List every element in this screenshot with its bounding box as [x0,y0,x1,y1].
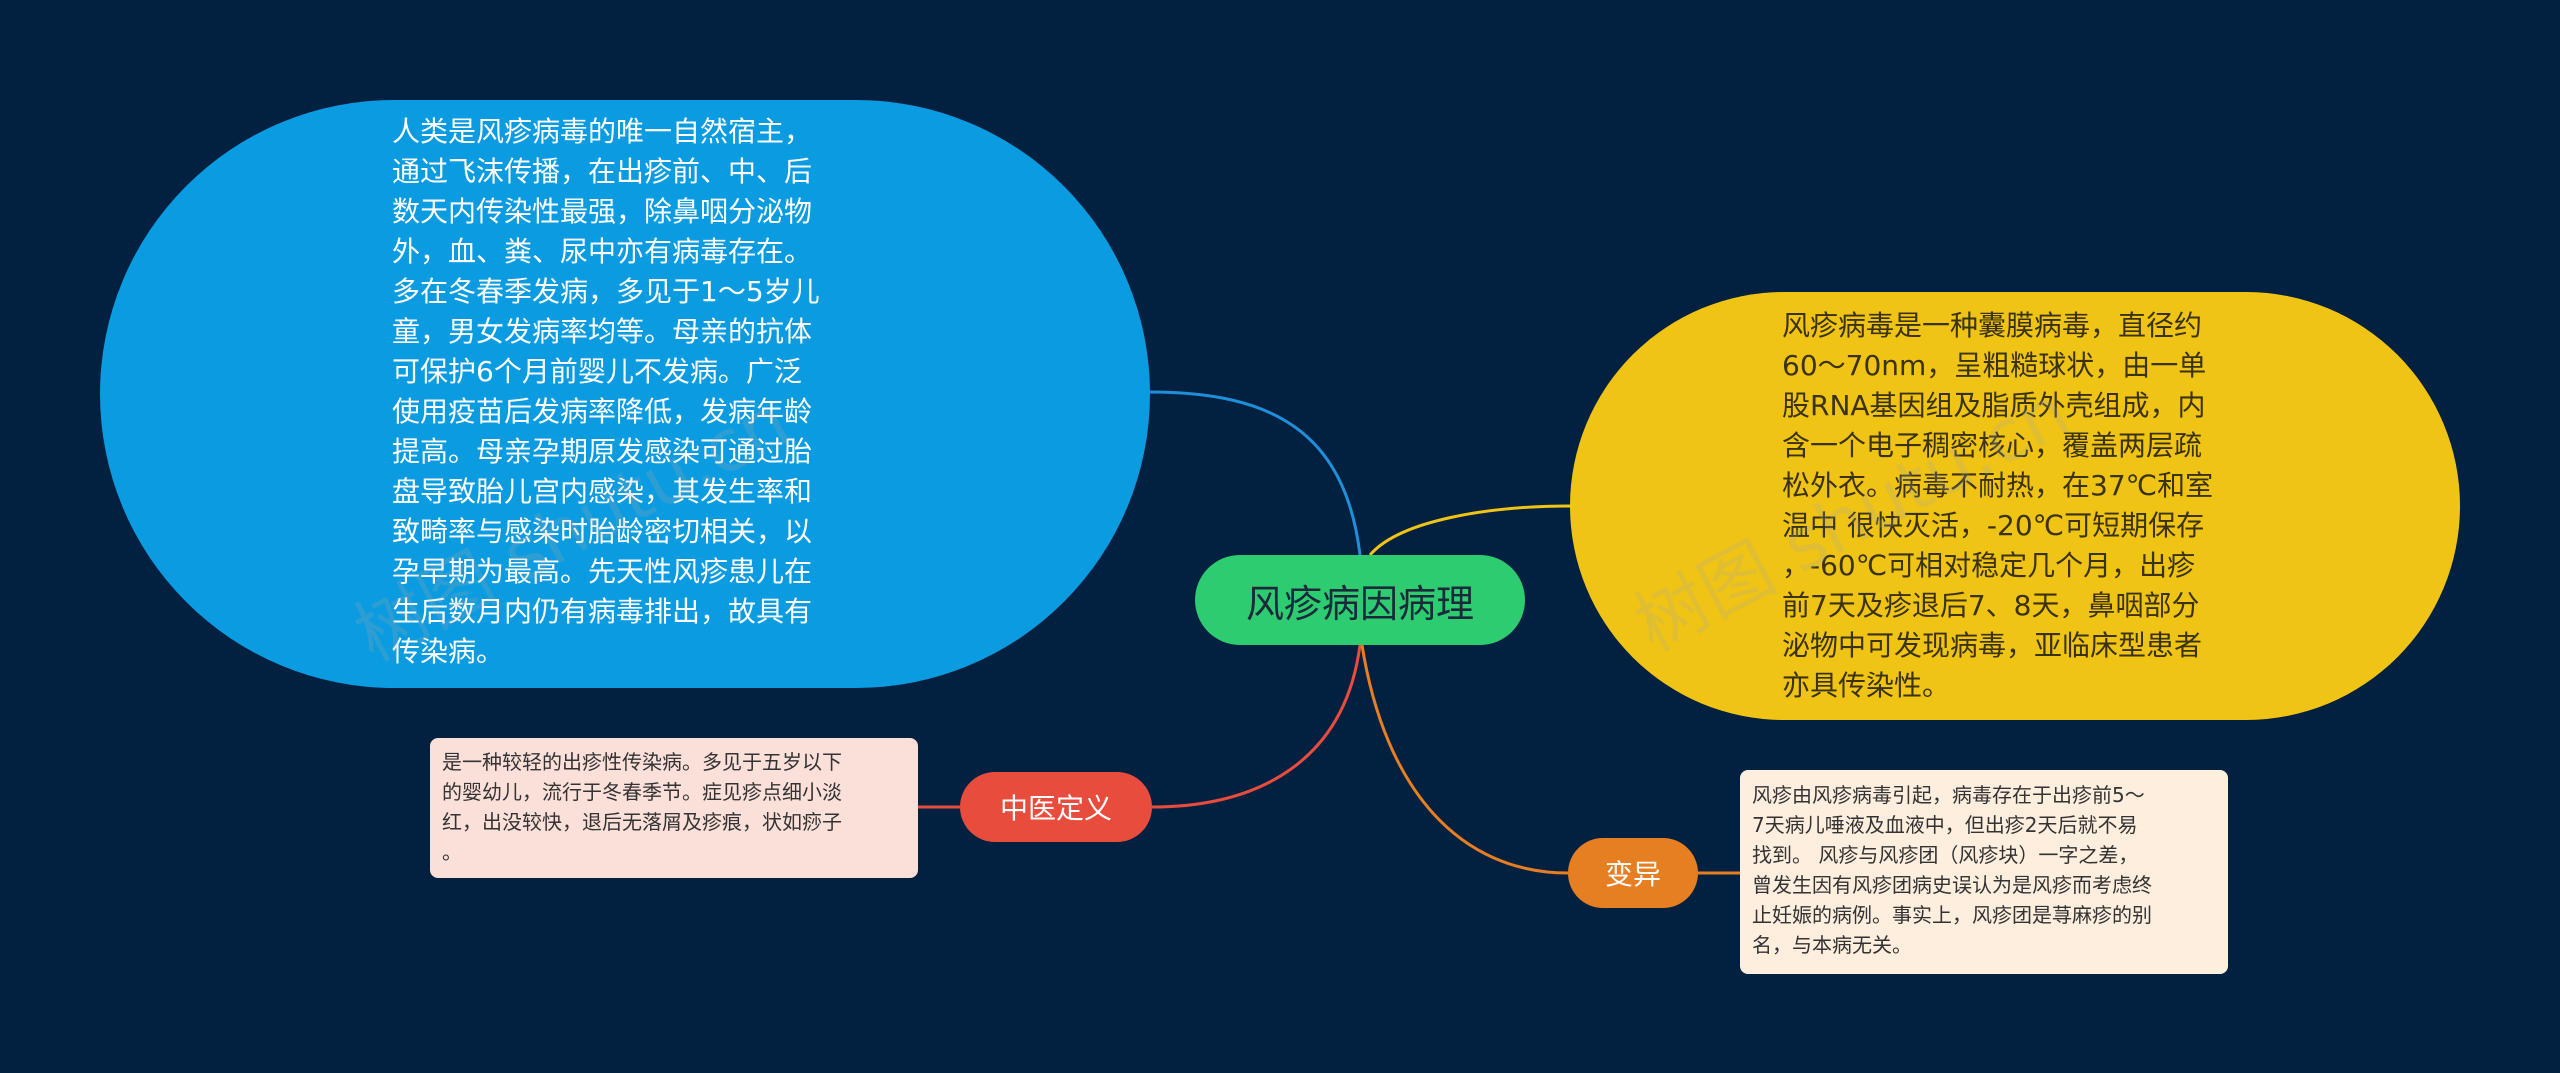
central-topic-label: 风疹病因病理 [1245,581,1474,626]
variation-text: 风疹由风疹病毒引起，病毒存在于出疹前5～ 7天病儿唾液及血液中，但出疹2天后就不… [1752,783,2152,957]
epidemiology-text: 人类是风疹病毒的唯一自然宿主， 通过飞沫传播，在出疹前、中、后 数天内传染性最强… [392,115,820,668]
epidemiology-node[interactable] [100,100,1150,688]
tcm-definition-node[interactable]: 中医定义 [960,772,1152,842]
link-to-epidemiology [1149,390,1362,556]
tcm-definition-box[interactable] [430,738,918,878]
virus-text: 风疹病毒是一种囊膜病毒，直径约 60～70nm，呈粗糙球状，由一单 股RNA基因… [1782,309,2214,702]
tcm-definition-label: 中医定义 [999,792,1112,825]
link-to-tcm [1151,644,1362,809]
central-topic[interactable]: 风疹病因病理 [1195,555,1525,645]
link-to-virus [1368,504,1571,556]
tcm-definition-text: 是一种较轻的出疹性传染病。多见于五岁以下 的婴幼儿，流行于冬春季节。症见疹点细小… [442,750,842,864]
virus-node[interactable] [1570,292,2460,720]
variation-label: 变异 [1604,858,1661,891]
link-to-variation [1360,644,1569,875]
variation-node[interactable]: 变异 [1568,838,1698,908]
variation-box[interactable] [1740,770,2228,974]
